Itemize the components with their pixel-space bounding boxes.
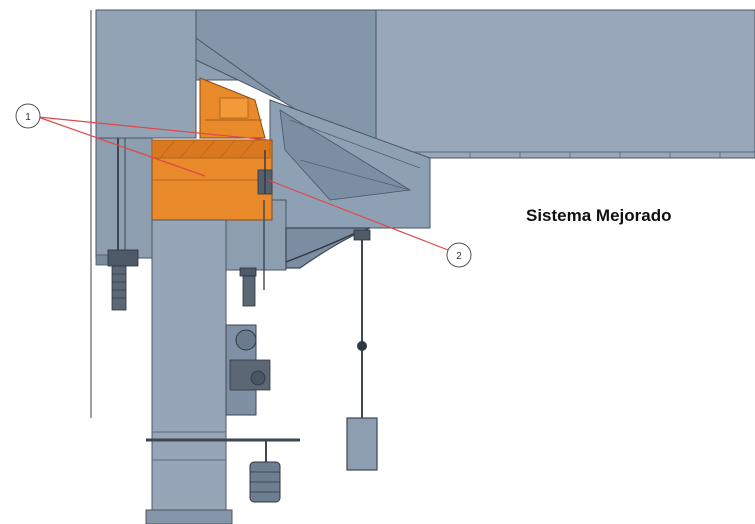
part-upper-notch (219, 97, 249, 119)
callout-label-1: 1 (25, 112, 31, 123)
side-mechanism (225, 324, 271, 416)
hopper-diag-2 (299, 159, 411, 191)
right-small-bolt (239, 267, 257, 307)
pendulum-top-clamp (353, 229, 371, 241)
callout-bubble-2 (446, 242, 472, 268)
lower-counterweight (249, 461, 281, 503)
caption-title: Sistema Mejorado (526, 206, 672, 225)
callout-label-2: 2 (456, 251, 462, 262)
leader-line-2 (267, 179, 449, 251)
left-threaded-bolt (107, 249, 139, 311)
callout-bubble-1 (15, 103, 41, 129)
part-main-hatch-lines (159, 139, 256, 159)
leader-line-1b (37, 116, 269, 141)
leader-line-1 (37, 116, 206, 177)
beam-ticks (419, 152, 721, 158)
chute-inner-line (195, 37, 281, 99)
column-base-flange (145, 509, 233, 524)
part-main-hatch (151, 139, 271, 159)
horizontal-beam (375, 9, 755, 159)
left-housing (95, 137, 153, 259)
upper-frame-left (95, 9, 197, 139)
hopper-inner (279, 109, 412, 201)
pendulum-weight (346, 417, 378, 471)
hopper-diag-1 (289, 119, 421, 169)
pendulum-joint (357, 341, 367, 351)
curved-plate (285, 227, 371, 269)
vertical-column (151, 219, 227, 524)
